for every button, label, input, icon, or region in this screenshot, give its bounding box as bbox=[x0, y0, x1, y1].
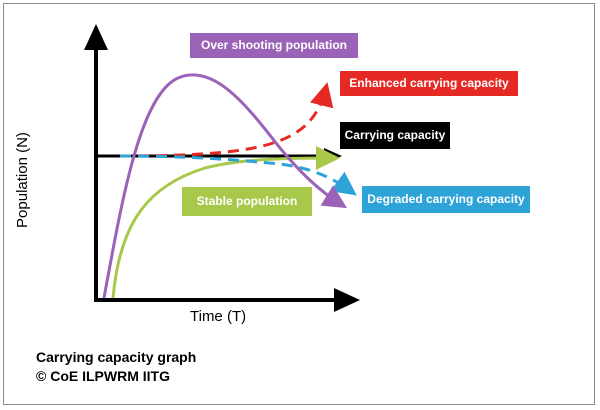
x-axis-arrowhead bbox=[334, 288, 360, 312]
enhanced-carrying-capacity-curve bbox=[119, 82, 334, 158]
carrying-capacity-label: Carrying capacity bbox=[340, 122, 450, 149]
caption-title: Carrying capacity graph bbox=[36, 349, 197, 365]
enhanced-carrying-capacity-label: Enhanced carrying capacity bbox=[340, 71, 518, 96]
y-axis-arrowhead bbox=[84, 24, 108, 50]
carrying-capacity-arrowhead bbox=[324, 148, 342, 164]
overshooting-population-label: Over shooting population bbox=[190, 33, 358, 58]
overshooting-population-curve bbox=[102, 73, 348, 299]
stable-population-curve bbox=[111, 146, 340, 299]
degraded-carrying-capacity-label: Degraded carrying capacity bbox=[362, 186, 530, 213]
stable-population-label: Stable population bbox=[182, 187, 312, 216]
degraded-carrying-capacity-curve bbox=[119, 154, 357, 196]
caption-credit: © CoE ILPWRM IITG bbox=[36, 368, 170, 384]
y-axis-label: Population (N) bbox=[14, 132, 31, 228]
x-axis-label: Time (T) bbox=[190, 308, 247, 325]
